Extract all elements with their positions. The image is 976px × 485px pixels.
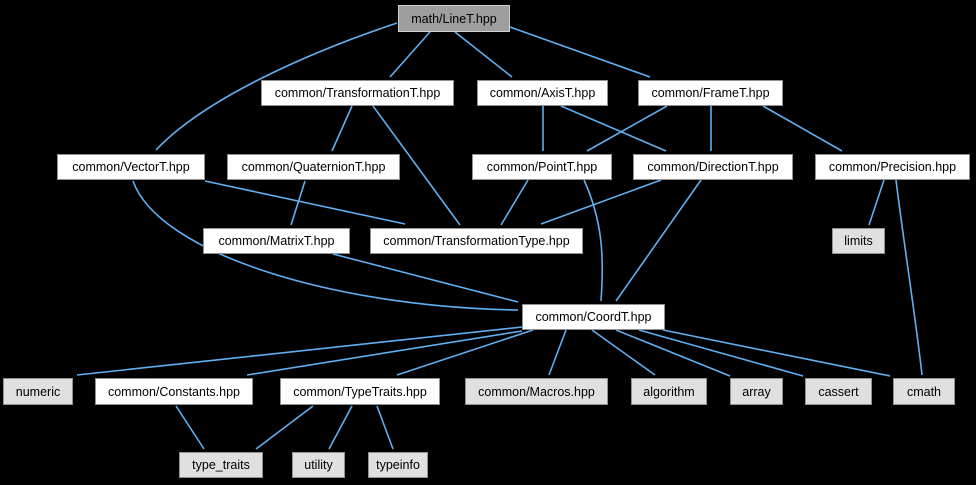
edge-transformationT-to-transformationType: [372, 105, 461, 226]
graph-node-transformationType[interactable]: common/TransformationType.hpp: [370, 228, 583, 254]
edge-lineT-to-transformationT: [389, 31, 431, 78]
graph-node-matrixT[interactable]: common/MatrixT.hpp: [203, 228, 350, 254]
edge-typeTraits-to-utility: [328, 405, 353, 450]
edge-coordT-to-array: [615, 329, 731, 377]
edge-pointT-to-coordT: [583, 179, 604, 302]
edge-precision-to-limits: [868, 179, 885, 226]
edge-lineT-to-frameT: [509, 26, 651, 78]
edge-frameT-to-precision: [762, 105, 843, 152]
edge-coordT-to-algorithm: [591, 329, 656, 376]
edge-lineT-to-vectorT: [155, 22, 398, 151]
graph-node-algorithm[interactable]: algorithm: [631, 378, 707, 405]
graph-node-cassert[interactable]: cassert: [805, 378, 872, 405]
edge-coordT-to-typeTraits: [396, 329, 534, 376]
edge-coordT-to-cassert: [638, 329, 804, 377]
edge-coordT-to-macros: [548, 329, 567, 376]
graph-node-typeTraits[interactable]: common/TypeTraits.hpp: [280, 378, 440, 405]
edge-lineT-to-axisT: [454, 31, 513, 78]
edge-frameT-to-pointT: [586, 105, 668, 152]
graph-node-constants[interactable]: common/Constants.hpp: [95, 378, 253, 405]
graph-node-numeric[interactable]: numeric: [3, 378, 73, 405]
graph-node-axisT[interactable]: common/AxisT.hpp: [477, 80, 608, 106]
graph-node-limits[interactable]: limits: [832, 228, 885, 254]
graph-node-macros[interactable]: common/Macros.hpp: [465, 378, 608, 405]
edge-constants-to-type_traits: [175, 405, 205, 450]
graph-node-quaternionT[interactable]: common/QuaternionT.hpp: [227, 154, 400, 180]
graph-node-array[interactable]: array: [730, 378, 783, 405]
graph-node-utility[interactable]: utility: [292, 452, 345, 478]
edge-typeTraits-to-typeinfo: [376, 405, 394, 450]
edge-transformationT-to-quaternionT: [331, 105, 353, 152]
graph-node-transformationT[interactable]: common/TransformationT.hpp: [261, 80, 454, 106]
graph-node-type_traits[interactable]: type_traits: [179, 452, 263, 478]
edge-typeTraits-to-type_traits: [255, 405, 314, 450]
edge-matrixT-to-coordT: [332, 253, 519, 303]
edge-vectorT-to-coordT: [132, 180, 519, 311]
edge-quaternionT-to-matrixT: [290, 180, 306, 226]
edge-directionT-to-transformationType: [540, 179, 662, 225]
edge-vectorT-to-transformationType: [204, 180, 406, 225]
edge-pointT-to-transformationType: [500, 179, 529, 226]
graph-node-cmath[interactable]: cmath: [893, 378, 955, 405]
edge-coordT-to-cmath: [662, 329, 891, 377]
graph-node-precision[interactable]: common/Precision.hpp: [815, 154, 970, 180]
edge-coordT-to-numeric: [76, 326, 523, 376]
graph-node-vectorT[interactable]: common/VectorT.hpp: [57, 154, 205, 180]
graph-node-frameT[interactable]: common/FrameT.hpp: [638, 80, 783, 106]
graph-node-coordT[interactable]: common/CoordT.hpp: [522, 304, 665, 330]
edge-axisT-to-directionT: [560, 105, 667, 152]
edge-directionT-to-coordT: [615, 179, 702, 302]
edge-precision-to-cmath: [895, 179, 923, 376]
graph-node-pointT[interactable]: common/PointT.hpp: [472, 154, 612, 180]
edge-coordT-to-constants: [246, 330, 523, 376]
graph-node-lineT: math/LineT.hpp: [398, 5, 510, 32]
graph-node-directionT[interactable]: common/DirectionT.hpp: [633, 154, 793, 180]
graph-node-typeinfo[interactable]: typeinfo: [368, 452, 428, 478]
